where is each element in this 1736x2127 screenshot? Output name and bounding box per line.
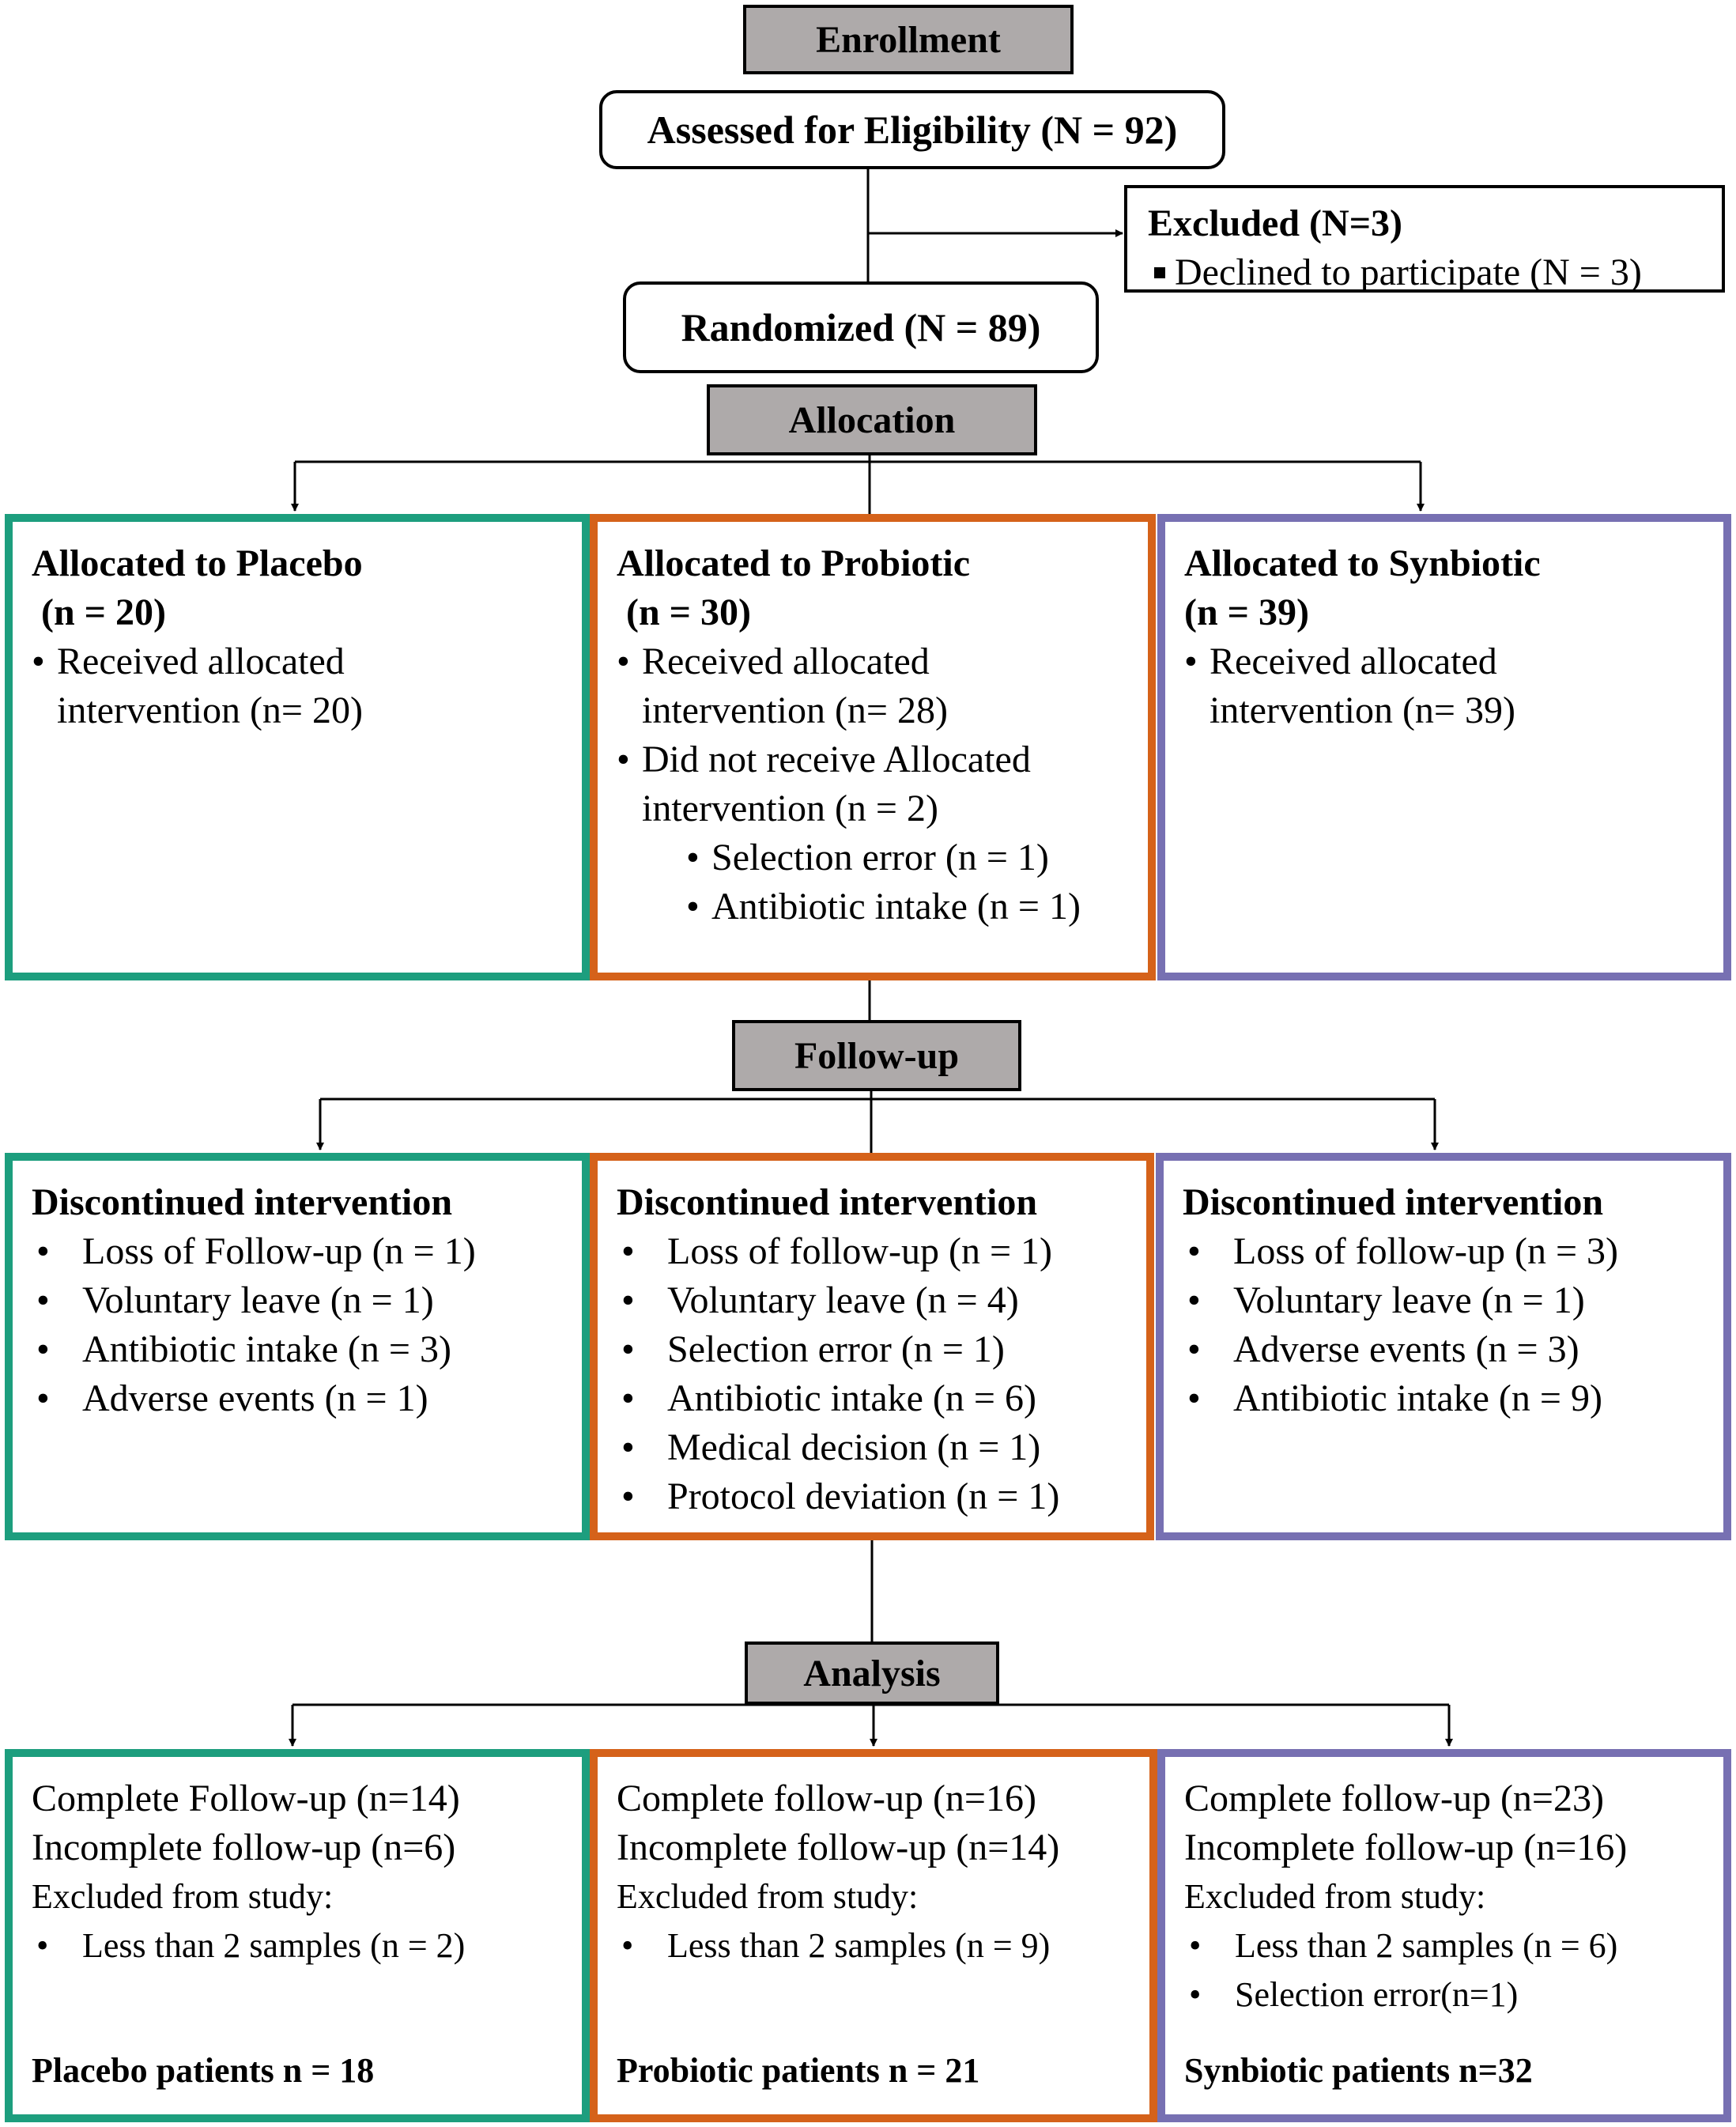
allocated-synbiotic-box: Allocated to Synbiotic (n = 39) •Receive… bbox=[1157, 514, 1731, 980]
list-item: •Less than 2 samples (n = 9) bbox=[621, 1926, 1051, 1965]
an-synbiotic-complete: Complete follow-up (n=23) bbox=[1184, 1778, 1604, 1819]
an-placebo-excluded: Excluded from study: bbox=[32, 1877, 334, 1916]
list-item: •Medical decision (n = 1) bbox=[621, 1426, 1041, 1468]
list-item: •Loss of Follow-up (n = 1) bbox=[36, 1230, 476, 1272]
list-item: •Received allocated bbox=[1184, 640, 1497, 682]
allocated-placebo-box: Allocated to Placebo (n = 20) •Received … bbox=[5, 514, 590, 980]
an-probiotic-complete: Complete follow-up (n=16) bbox=[617, 1778, 1036, 1819]
an-synbiotic-total: Synbiotic patients n=32 bbox=[1184, 2051, 1533, 2090]
list-item: •Selection error (n = 1) bbox=[686, 837, 1049, 878]
list-item: •Voluntary leave (n = 1) bbox=[36, 1279, 434, 1321]
an-synbiotic-excluded: Excluded from study: bbox=[1184, 1877, 1486, 1916]
list-item: •Selection error (n = 1) bbox=[621, 1328, 1005, 1370]
list-item: •Voluntary leave (n = 4) bbox=[621, 1279, 1019, 1321]
followup-placebo-box: Discontinued intervention •Loss of Follo… bbox=[5, 1153, 590, 1540]
fu-placebo-title: Discontinued intervention bbox=[32, 1181, 453, 1223]
list-item: •Less than 2 samples (n = 2) bbox=[36, 1926, 466, 1965]
allocation-label: Allocation bbox=[707, 384, 1037, 455]
excluded-item: Declined to participate (N = 3) bbox=[1148, 248, 1701, 297]
list-item: •Adverse events (n = 1) bbox=[36, 1377, 428, 1419]
list-item: •Selection error(n=1) bbox=[1189, 1975, 1519, 2014]
analysis-probiotic-box: Complete follow-up (n=16) Incomplete fol… bbox=[590, 1749, 1157, 2122]
fu-synbiotic-title: Discontinued intervention bbox=[1183, 1181, 1604, 1223]
an-probiotic-excluded: Excluded from study: bbox=[617, 1877, 919, 1916]
alloc-probiotic-title: Allocated to Probiotic bbox=[617, 542, 971, 584]
alloc-probiotic-n: (n = 30) bbox=[626, 591, 752, 633]
assessed-box: Assessed for Eligibility (N = 92) bbox=[599, 90, 1225, 169]
list-item: •Received allocated bbox=[32, 640, 345, 682]
list-item: •Antibiotic intake (n = 9) bbox=[1187, 1377, 1602, 1419]
an-placebo-complete: Complete Follow-up (n=14) bbox=[32, 1778, 460, 1819]
list-item: •Did not receive Allocated bbox=[617, 739, 1031, 780]
list-item: •Antibiotic intake (n = 3) bbox=[36, 1328, 451, 1370]
excluded-title: Excluded (N=3) bbox=[1148, 202, 1403, 244]
an-probiotic-total: Probiotic patients n = 21 bbox=[617, 2051, 980, 2090]
list-item: •Loss of follow-up (n = 1) bbox=[621, 1230, 1053, 1272]
analysis-synbiotic-box: Complete follow-up (n=23) Incomplete fol… bbox=[1157, 1749, 1731, 2122]
an-synbiotic-incomplete: Incomplete follow-up (n=16) bbox=[1184, 1827, 1628, 1868]
list-item: intervention (n = 2) bbox=[642, 788, 938, 829]
list-item: •Less than 2 samples (n = 6) bbox=[1189, 1926, 1618, 1965]
list-item: •Received allocated bbox=[617, 640, 930, 682]
followup-probiotic-box: Discontinued intervention •Loss of follo… bbox=[590, 1153, 1154, 1540]
allocated-probiotic-box: Allocated to Probiotic (n = 30) •Receive… bbox=[590, 514, 1156, 980]
list-item: •Protocol deviation (n = 1) bbox=[621, 1475, 1060, 1517]
list-item: intervention (n= 28) bbox=[642, 689, 948, 731]
followup-synbiotic-box: Discontinued intervention •Loss of follo… bbox=[1156, 1153, 1731, 1540]
enrollment-label: Enrollment bbox=[743, 5, 1074, 74]
an-placebo-total: Placebo patients n = 18 bbox=[32, 2051, 375, 2090]
excluded-box: Excluded (N=3) Declined to participate (… bbox=[1124, 185, 1725, 293]
list-item: •Voluntary leave (n = 1) bbox=[1187, 1279, 1585, 1321]
alloc-placebo-n: (n = 20) bbox=[41, 591, 167, 633]
alloc-synbiotic-n: (n = 39) bbox=[1184, 591, 1310, 633]
randomized-box: Randomized (N = 89) bbox=[623, 281, 1099, 373]
list-item: •Adverse events (n = 3) bbox=[1187, 1328, 1579, 1370]
alloc-synbiotic-title: Allocated to Synbiotic bbox=[1184, 542, 1541, 584]
analysis-label: Analysis bbox=[745, 1642, 999, 1705]
fu-probiotic-title: Discontinued intervention bbox=[617, 1181, 1038, 1223]
analysis-placebo-box: Complete Follow-up (n=14) Incomplete fol… bbox=[5, 1749, 590, 2122]
list-item: •Loss of follow-up (n = 3) bbox=[1187, 1230, 1619, 1272]
list-item: intervention (n= 39) bbox=[1210, 689, 1515, 731]
list-item: intervention (n= 20) bbox=[57, 689, 363, 731]
list-item: •Antibiotic intake (n = 1) bbox=[686, 886, 1081, 927]
an-probiotic-incomplete: Incomplete follow-up (n=14) bbox=[617, 1827, 1060, 1868]
an-placebo-incomplete: Incomplete follow-up (n=6) bbox=[32, 1827, 456, 1868]
square-bullet-icon bbox=[1154, 266, 1165, 278]
followup-label: Follow-up bbox=[732, 1020, 1021, 1091]
list-item: •Antibiotic intake (n = 6) bbox=[621, 1377, 1036, 1419]
alloc-placebo-title: Allocated to Placebo bbox=[32, 542, 363, 584]
